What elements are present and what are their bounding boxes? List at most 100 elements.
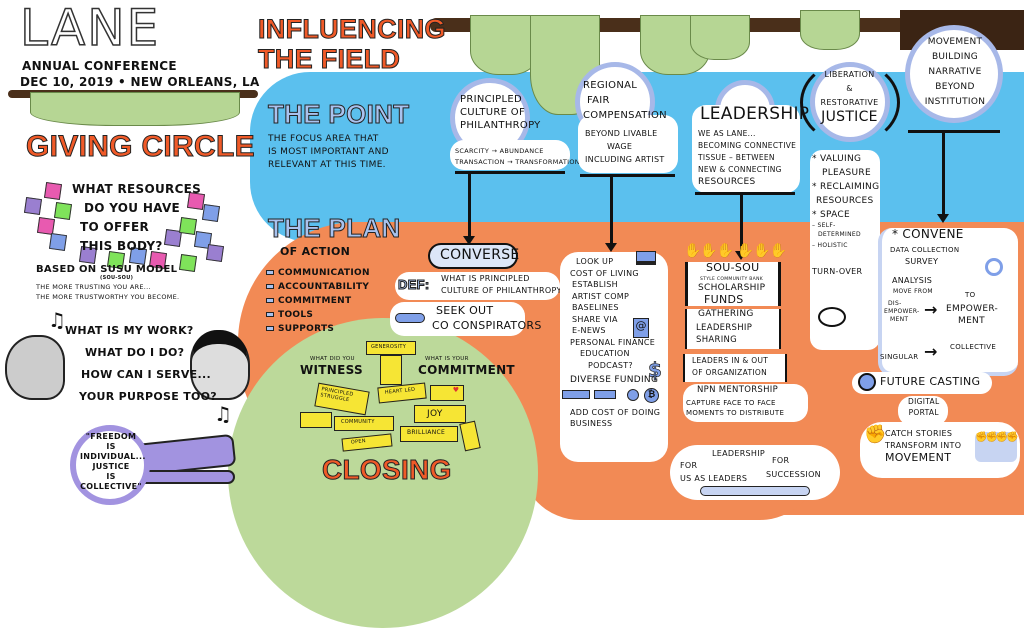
lane-logo: LANE	[19, 0, 161, 57]
heart-block: ♥	[430, 385, 464, 401]
text-line: Beyond	[935, 82, 975, 92]
converse-label: Converse	[440, 247, 520, 263]
text-line: e-news	[572, 326, 606, 335]
text-line: Restorative	[820, 98, 879, 107]
witness-label: Witness	[300, 363, 363, 377]
text-line: Institution	[924, 97, 986, 107]
text-line: Justice	[92, 462, 130, 471]
compensation-plan: Look up cost of living Establish artist …	[570, 256, 660, 430]
trust-quote-1: The more trusting you are...	[36, 283, 151, 291]
compensation-desc: Beyond livable wage including artist	[585, 127, 665, 166]
portal-cloud	[898, 396, 948, 426]
gathering-label: Gathering	[698, 309, 754, 319]
building-block: Joy	[414, 405, 466, 423]
text-line: ment	[958, 316, 985, 326]
text-line: What resources	[72, 182, 202, 196]
building-block: Community	[334, 416, 394, 431]
plan-item-label: Supports	[278, 324, 335, 334]
plan-item-label: Accountability	[278, 282, 370, 292]
event-name: Annual Conference	[22, 59, 177, 73]
disempowerment: Dis- empower- ment	[884, 300, 920, 324]
connector-line	[610, 174, 613, 244]
text-line: relevant at this time.	[268, 160, 386, 170]
text-line: Leadership	[696, 323, 753, 333]
arrow-down-icon	[605, 243, 617, 252]
text-line: Pleasure	[822, 168, 871, 178]
succession-a: Leadership	[712, 449, 766, 458]
text-line: Influencing	[258, 14, 446, 45]
email-at-icon: @	[633, 318, 649, 338]
text-line: Catch stories	[885, 429, 953, 438]
sticky-note	[201, 203, 221, 223]
text-line: Transaction → Transformation	[455, 158, 580, 166]
connector-line	[740, 192, 743, 252]
plan-item: Tools	[266, 308, 370, 322]
building-block: Brilliance	[400, 426, 458, 442]
npn-mentorship: NPN Mentorship	[697, 385, 779, 395]
text-line: cost of living	[570, 268, 639, 278]
plan-list: Communication Accountability Commitment …	[266, 266, 370, 336]
text-line: moments to distribute	[686, 409, 785, 417]
sousou-label: Sou-Sou	[706, 261, 760, 274]
text-line: of organization	[692, 368, 767, 377]
text-line: is most important and	[268, 147, 389, 157]
empowerment: Empower- ment	[946, 303, 998, 327]
cash-icon	[594, 390, 616, 399]
analysis-label: Analysis	[892, 276, 933, 285]
arrow-right-icon: →	[924, 300, 938, 319]
woman-portrait	[190, 330, 250, 400]
compensation-plan-cloud	[560, 252, 668, 462]
movement-title: Movement Building Narrative Beyond Insti…	[910, 35, 1000, 110]
seek-out: Seek out co conspirators	[432, 303, 542, 333]
giving-circle-title: Giving Circle	[26, 130, 256, 164]
raised-fist-icon: ✊	[864, 424, 887, 445]
dollar-icon: $	[648, 358, 663, 383]
survey-label: Survey	[905, 257, 939, 266]
commitment-question: What is your	[425, 356, 469, 362]
sticky-note	[23, 196, 43, 216]
leadership-title: Leadership	[700, 104, 810, 124]
arrow-down-icon	[735, 251, 747, 260]
text-line: We as LANE...	[698, 129, 756, 138]
the-point-desc: The focus area that is most important an…	[268, 133, 389, 172]
plan-item: Supports	[266, 322, 370, 336]
moss	[690, 15, 750, 60]
text-line: wage	[607, 142, 633, 151]
text-line: Compensation	[583, 110, 667, 121]
text-line: Movement	[927, 37, 983, 47]
plan-item: Communication	[266, 266, 370, 280]
man-portrait	[5, 335, 65, 400]
music-note-icon: ♫	[48, 308, 66, 332]
justice-items: * Valuing Pleasure * Reclaiming Resource…	[812, 152, 879, 279]
text-line: new & connecting	[698, 165, 782, 174]
text-line: artist comp	[572, 291, 630, 301]
text-line: Add cost of doing	[570, 407, 661, 417]
text-line: Liberation	[824, 70, 875, 79]
sticky-note	[205, 243, 225, 263]
text-line: the Field	[258, 44, 401, 75]
compensation-title: Regional Fair Compensation	[583, 78, 667, 123]
sticky-note	[178, 253, 198, 273]
connector-line	[942, 130, 945, 215]
text-line: your purpose too?	[79, 390, 217, 403]
catch-stories: Catch stories transform into Movement	[885, 428, 961, 464]
text-line: Funds	[704, 293, 744, 306]
magnifier-icon	[985, 258, 1003, 276]
text-line: "Freedom	[85, 432, 137, 441]
text-line: education	[580, 349, 630, 358]
connector-line	[580, 174, 675, 177]
moss	[800, 10, 860, 50]
succession-b: for	[772, 456, 790, 465]
text-line: to offer	[80, 220, 149, 234]
text-line: portal	[908, 408, 939, 417]
money-icon	[562, 390, 590, 399]
text-line: Turn-over	[812, 267, 863, 276]
commitment-label: Commitment	[418, 363, 515, 377]
text-line: Leaders in & out	[692, 356, 769, 365]
text-line: * Reclaiming	[812, 182, 880, 192]
text-line: resources	[698, 177, 756, 187]
text-line: Philanthropy	[460, 120, 541, 131]
plan-item-label: Communication	[278, 268, 370, 278]
work-questions: What is my work? What do I do? How can I…	[65, 320, 217, 408]
plan-item-label: Tools	[278, 310, 314, 320]
